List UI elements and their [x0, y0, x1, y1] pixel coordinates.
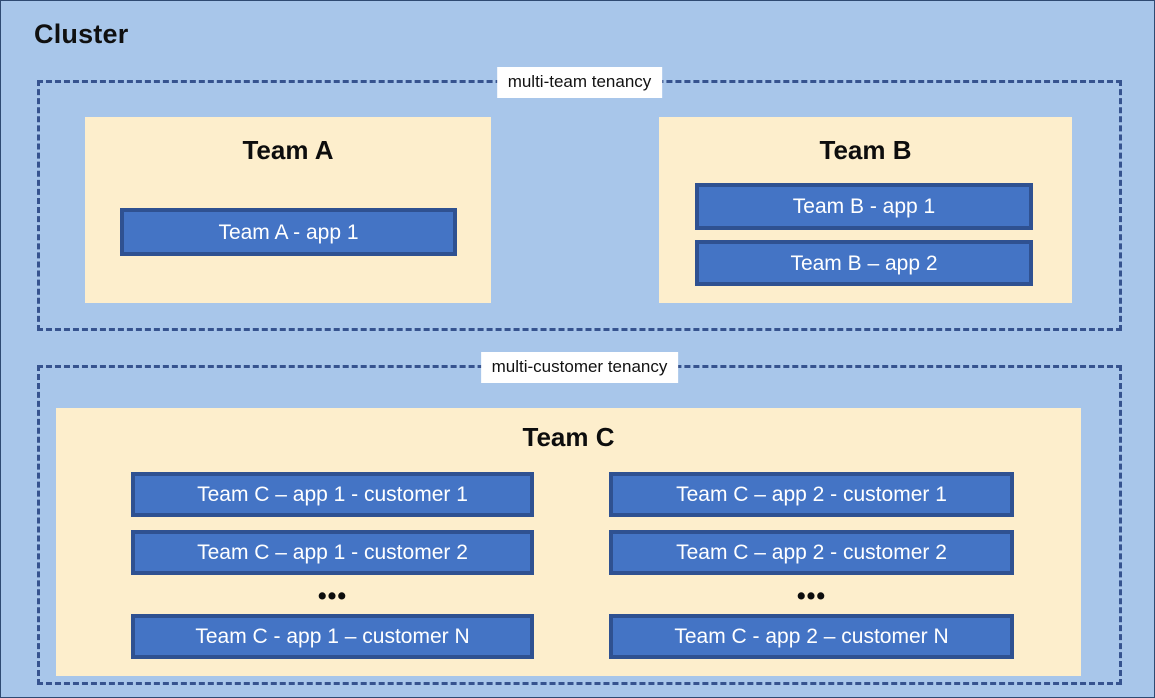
app-box-team-b-app-2[interactable]: Team B – app 2 [695, 240, 1033, 286]
app-box-team-c-app-1-customer-2[interactable]: Team C – app 1 - customer 2 [131, 530, 534, 575]
multi-team-tenancy-region: multi-team tenancy [37, 67, 1122, 331]
app-box-team-c-app-2-customer-1[interactable]: Team C – app 2 - customer 1 [609, 472, 1014, 517]
app-box-team-b-app-1[interactable]: Team B - app 1 [695, 183, 1033, 230]
team-a-title: Team A [242, 135, 334, 165]
app-box-team-a-app-1[interactable]: Team A - app 1 [120, 208, 457, 256]
multi-customer-tenancy-region: multi-customer tenancy [37, 352, 1122, 685]
app-box-team-c-app-1-customer-1[interactable]: Team C – app 1 - customer 1 [131, 472, 534, 517]
team-b-title: Team B [819, 135, 912, 165]
app-box-team-c-app-1-customer-n[interactable]: Team C - app 1 – customer N [131, 614, 534, 659]
multi-customer-tenancy-label: multi-customer tenancy [480, 352, 679, 384]
ellipsis-team-c-app-1: ••• [317, 582, 348, 610]
ellipsis-team-c-app-2: ••• [796, 582, 827, 610]
multi-team-tenancy-label: multi-team tenancy [496, 67, 663, 99]
team-c-title: Team C [522, 422, 615, 452]
cluster-title: Cluster [34, 19, 129, 49]
app-box-team-c-app-2-customer-2[interactable]: Team C – app 2 - customer 2 [609, 530, 1014, 575]
app-box-team-c-app-2-customer-n[interactable]: Team C - app 2 – customer N [609, 614, 1014, 659]
